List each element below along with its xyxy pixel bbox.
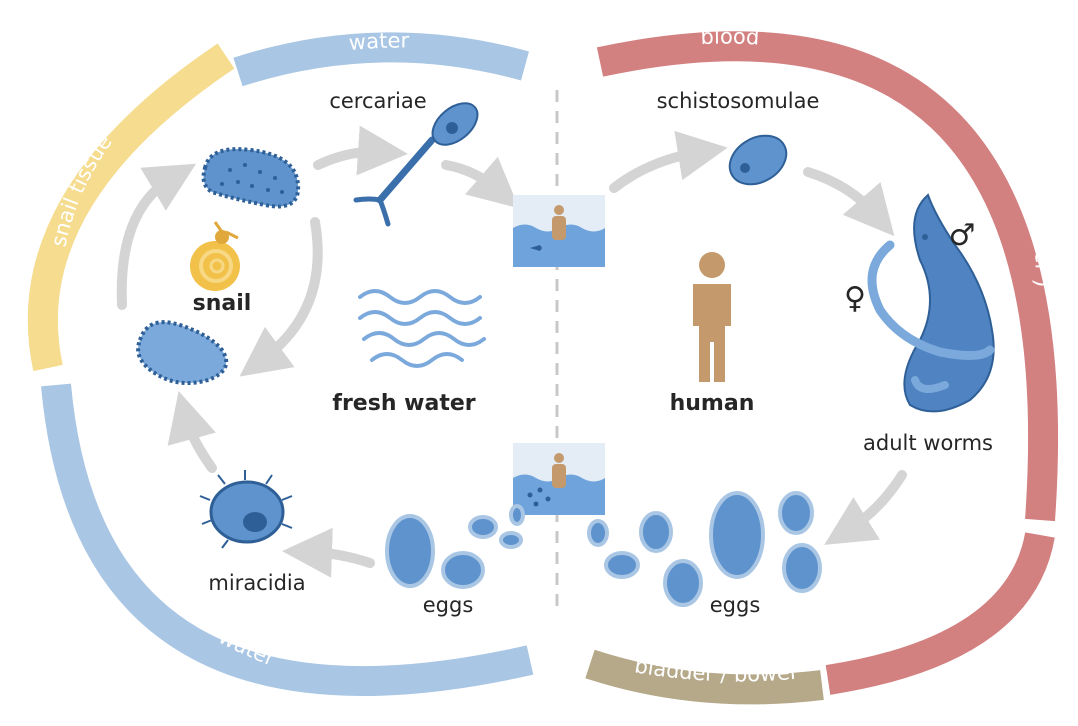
- label-eggs-left: eggs: [423, 593, 474, 617]
- label-cercariae: cercariae: [329, 89, 426, 113]
- label-adult-worms: adult worms: [863, 431, 993, 455]
- label-fresh-water: fresh water: [332, 391, 475, 416]
- miracidium-icon: [199, 470, 293, 549]
- arrow-snail-cycle-right: [239, 217, 323, 377]
- arrow-miracidia-to-sporocyst: [167, 390, 217, 473]
- outer-arcs: [27, 31, 1058, 705]
- arc-label-snail-tissue: snail tissue: [46, 130, 116, 249]
- label-human: human: [670, 391, 755, 416]
- human-in-water-panel-bottom: [513, 443, 605, 515]
- arc-label-liver: ( liver ): [1026, 209, 1055, 288]
- eggs-right-icon: [587, 491, 822, 607]
- label-miracidia: miracidia: [208, 571, 305, 595]
- arrow-to-schistosomulae: [609, 130, 728, 193]
- label-schistosomulae: schistosomulae: [657, 89, 820, 113]
- bladder-bowel-tissue-arc: [825, 531, 1055, 695]
- water-arc-top: [233, 32, 529, 87]
- arc-label-blood: blood: [700, 24, 760, 49]
- arc-label-water-top: water: [348, 28, 410, 55]
- bladder-bowel-arc: [585, 649, 824, 705]
- arrow-to-cercariae: [313, 125, 408, 176]
- schistosomula-icon: [728, 134, 788, 186]
- human-in-water-panel-top: [513, 195, 605, 267]
- arrow-cercariae-to-human: [441, 156, 520, 209]
- arrow-snail-cycle-left: [116, 163, 197, 310]
- fresh-water-icon: [358, 289, 486, 368]
- cercaria-icon: [353, 102, 479, 227]
- arrow-worms-to-eggs: [824, 470, 907, 545]
- label-eggs-right: eggs: [710, 593, 761, 617]
- eggs-left-icon: [385, 504, 525, 589]
- male-symbol: ♂: [949, 218, 976, 253]
- snail-icon: [190, 221, 240, 291]
- adult-worms-icon: [867, 193, 995, 413]
- sporocyst-upper-icon: [201, 147, 301, 209]
- cycle-arrows: [116, 125, 907, 578]
- water-arc-bottom: [41, 383, 534, 697]
- female-symbol: ♀: [844, 281, 866, 316]
- blood-arc: [596, 31, 1058, 522]
- snail-tissue-arc: [27, 43, 235, 372]
- label-snail: snail: [193, 291, 252, 316]
- arrow-to-adult-worms: [803, 167, 895, 237]
- human-icon: [693, 252, 731, 382]
- arrow-eggs-to-miracidia: [282, 527, 375, 578]
- sporocyst-lower-icon: [136, 320, 229, 386]
